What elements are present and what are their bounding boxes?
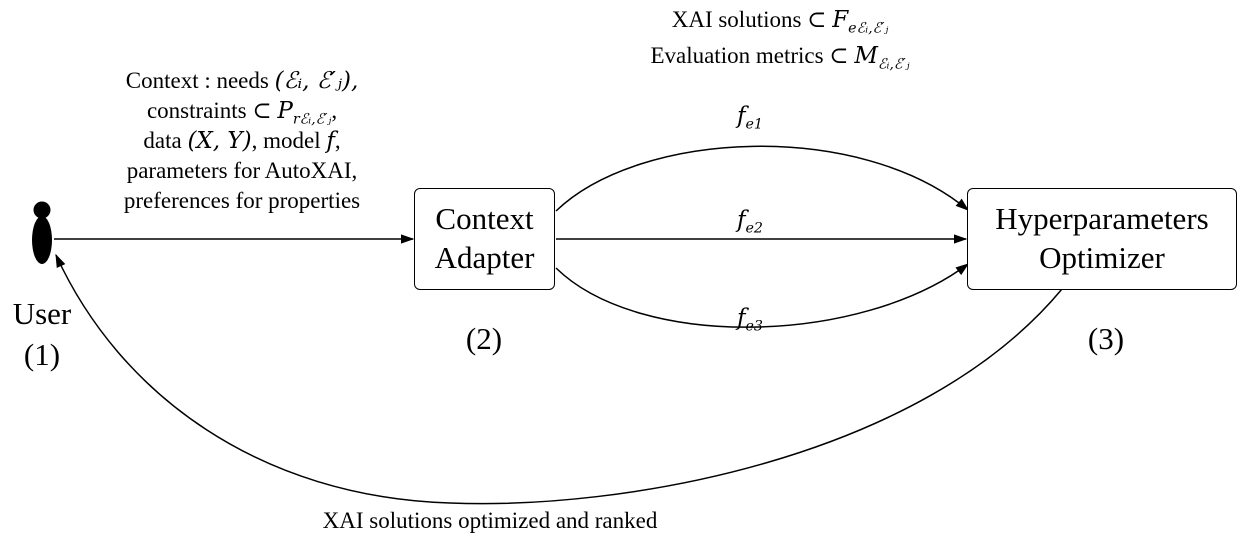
edge-fe3-arrow	[555, 263, 970, 328]
edge-fe3-label: fe3	[720, 305, 780, 334]
input-label-line2-tail: ,	[331, 98, 338, 123]
input-label-line3-text: data	[143, 128, 188, 153]
edge-fe3-sub: e3	[745, 318, 764, 335]
edge-fe1-sub: e1	[745, 116, 764, 133]
input-label-line3: data (X, Y), model f,	[82, 126, 402, 156]
context-adapter-label-line2: Adapter	[434, 240, 535, 275]
optimizer-label-line2: Optimizer	[1039, 240, 1165, 275]
return-arrow-label: XAI solutions optimized and ranked	[322, 508, 658, 533]
context-adapter-label-line1: Context	[435, 201, 534, 237]
top-annotation-line1-text: XAI solutions ⊂	[671, 7, 833, 32]
top-annotation: XAI solutions ⊂ Feℰᵢ,ℰ′ⱼ Evaluation metr…	[560, 2, 1000, 74]
top-annotation-line1: XAI solutions ⊂ Feℰᵢ,ℰ′ⱼ	[560, 2, 1000, 38]
input-label-line3-mid: , model	[251, 128, 327, 153]
input-label-line5: preferences for properties	[123, 188, 361, 213]
top-annotation-line2-math: M	[854, 43, 878, 69]
input-label-line3-f: f	[326, 128, 335, 154]
edge-fe1-arrow	[555, 145, 970, 212]
edge-fe2-sub: e2	[745, 220, 764, 237]
input-label-line4: parameters for AutoXAI,	[126, 158, 358, 183]
context-adapter-number: (2)	[465, 321, 503, 356]
optimizer-label-line1: Hyperparameters	[995, 201, 1209, 237]
top-annotation-line2: Evaluation metrics ⊂ Mℰᵢ,ℰ′ⱼ	[560, 38, 1000, 74]
input-label-line3-tail: ,	[334, 128, 341, 153]
top-annotation-line2-text: Evaluation metrics ⊂	[650, 43, 855, 68]
input-label-line3-math: (X, Y)	[187, 128, 252, 154]
user-number: (1)	[23, 337, 61, 372]
edge-fe2-label: fe2	[720, 207, 780, 236]
top-annotation-line1-sub: eℰᵢ,ℰ′ⱼ	[848, 20, 889, 37]
top-annotation-line2-sub: ℰᵢ,ℰ′ⱼ	[877, 56, 910, 73]
user-label: User	[12, 296, 72, 331]
return-arrow	[55, 253, 1063, 505]
input-label-block: Context : needs (ℰᵢ, ℰ′ⱼ), constraints ⊂…	[82, 66, 402, 216]
optimizer-number: (3)	[1087, 321, 1125, 356]
input-label-line2: constraints ⊂ Prℰᵢ,ℰ′ⱼ,	[82, 96, 402, 128]
top-annotation-line1-math: F	[832, 7, 849, 33]
user-icon	[32, 201, 52, 264]
input-label-line1: Context : needs (ℰᵢ, ℰ′ⱼ),	[82, 66, 402, 96]
input-label-line2-math: P	[277, 98, 293, 124]
context-adapter-box: Context Adapter	[414, 188, 555, 290]
edge-fe2-base: f	[736, 207, 746, 233]
input-label-line1-text: Context : needs	[125, 68, 275, 93]
input-label-line1-math: (ℰᵢ, ℰ′ⱼ),	[274, 68, 359, 94]
hyperparameters-optimizer-box: Hyperparameters Optimizer	[967, 188, 1237, 290]
edge-fe1-base: f	[736, 103, 746, 129]
input-label-line2-text: constraints ⊂	[146, 98, 278, 123]
edge-fe3-base: f	[736, 305, 746, 331]
input-label-line2-sub: rℰᵢ,ℰ′ⱼ	[292, 111, 332, 128]
edge-fe1-label: fe1	[720, 103, 780, 132]
